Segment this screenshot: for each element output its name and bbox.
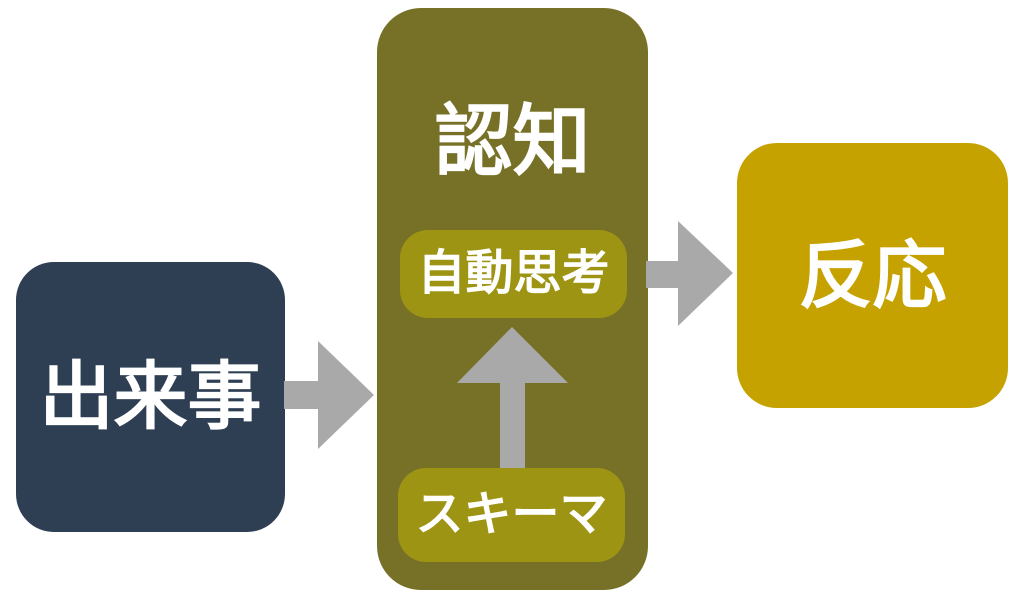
node-response-box: 反応 — [737, 143, 1008, 408]
node-event-box: 出来事 — [16, 262, 285, 532]
node-event-label: 出来事 — [39, 355, 262, 438]
node-automatic-thought-box: 自動思考 — [400, 230, 627, 318]
node-cognition-label: 認知 — [434, 97, 591, 185]
node-schema-box: スキーマ — [398, 468, 625, 562]
node-automatic-thought-label: 自動思考 — [417, 247, 610, 300]
node-response-label: 反応 — [798, 233, 947, 317]
node-schema-label: スキーマ — [415, 488, 608, 541]
arrow-event-to-cognition-icon — [284, 341, 374, 449]
arrow-cognition-to-response-icon — [646, 221, 733, 326]
